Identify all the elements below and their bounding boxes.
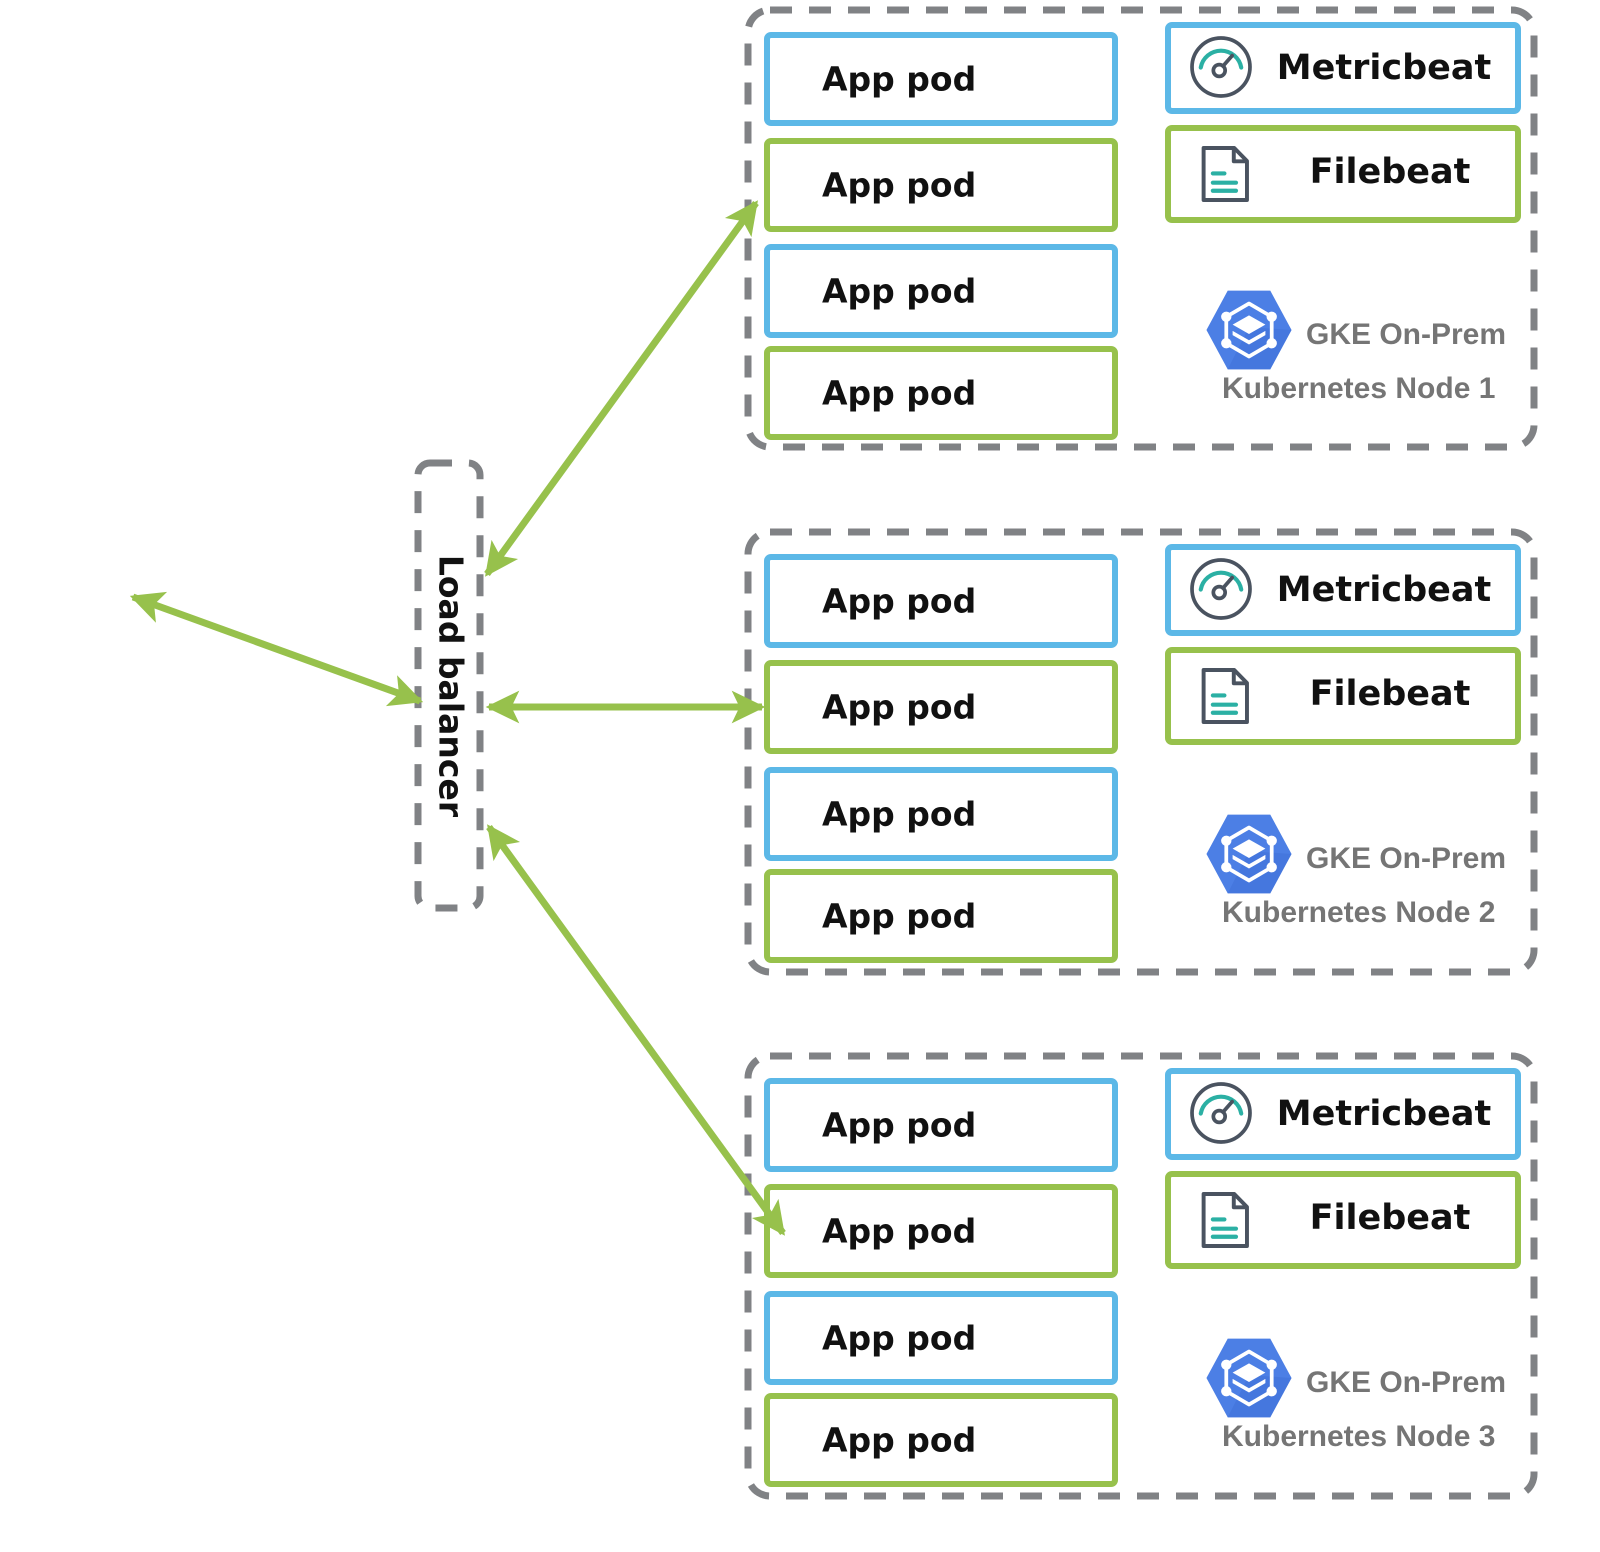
gke-hexagon-icon (1204, 288, 1294, 372)
pod-box (764, 767, 1118, 861)
gke-hexagon-icon (1204, 1336, 1294, 1420)
pod-label: App pod (822, 897, 976, 936)
agent-label: Filebeat (1310, 674, 1471, 714)
gke-caption-line1: GKE On-Prem (1306, 318, 1506, 351)
agent-box (1165, 125, 1521, 223)
node-3-pod-4[interactable]: App pod (764, 1393, 1118, 1487)
node-1-pod-4[interactable]: App pod (764, 346, 1118, 440)
node-2-platform-badge: GKE On-Prem Kubernetes Node 2 (1204, 812, 1506, 929)
node-3-metricbeat[interactable]: Metricbeat (1165, 1068, 1521, 1160)
pod-label: App pod (822, 166, 976, 205)
document-icon (1204, 148, 1247, 200)
node-3-filebeat[interactable]: Filebeat (1165, 1171, 1521, 1269)
node-3-pod-3[interactable]: App pod (764, 1291, 1118, 1385)
pod-label: App pod (822, 374, 976, 413)
connector-lb-to-node-3[interactable] (486, 824, 786, 1236)
pod-label: App pod (822, 272, 976, 311)
document-icon (1204, 670, 1247, 722)
pod-label: App pod (822, 582, 976, 621)
node-3-pod-2[interactable]: App pod (764, 1184, 1118, 1278)
node-1-filebeat[interactable]: Filebeat (1165, 125, 1521, 223)
node-1-pod-2[interactable]: App pod (764, 138, 1118, 232)
pod-label: App pod (822, 60, 976, 99)
node-2-pod-4[interactable]: App pod (764, 869, 1118, 963)
node-2-metricbeat[interactable]: Metricbeat (1165, 544, 1521, 636)
agent-box (1165, 647, 1521, 745)
node-2-pod-2[interactable]: App pod (764, 660, 1118, 754)
pod-label: App pod (822, 1319, 976, 1358)
pod-box (764, 244, 1118, 338)
gke-caption-line2: Kubernetes Node 1 (1222, 372, 1495, 405)
pod-box (764, 346, 1118, 440)
node-2-filebeat[interactable]: Filebeat (1165, 647, 1521, 745)
node-group-3[interactable]: App pod App pod App pod App pod Metricbe… (744, 1052, 1538, 1500)
pod-box (764, 1393, 1118, 1487)
pod-box (764, 660, 1118, 754)
pod-box (764, 32, 1118, 126)
pod-label: App pod (822, 1421, 976, 1460)
agent-box (1165, 22, 1521, 114)
agent-label: Filebeat (1310, 1198, 1471, 1238)
pod-box (764, 138, 1118, 232)
node-1-metricbeat[interactable]: Metricbeat (1165, 22, 1521, 114)
pod-label: App pod (822, 1106, 976, 1145)
node-1-platform-badge: GKE On-Prem Kubernetes Node 1 (1204, 288, 1506, 405)
node-group-2[interactable]: App pod App pod App pod App pod Metricbe… (744, 528, 1538, 976)
gke-caption-line2: Kubernetes Node 2 (1222, 896, 1495, 929)
node-3-boundary (744, 1052, 1538, 1500)
agent-box (1165, 1068, 1521, 1160)
agent-label: Metricbeat (1277, 48, 1491, 88)
document-icon (1204, 1194, 1247, 1246)
node-group-1[interactable]: App pod App pod App pod App pod Metricbe… (744, 6, 1538, 451)
node-2-boundary (744, 528, 1538, 976)
connector-external-to-lb[interactable] (129, 591, 424, 707)
load-balancer[interactable]: Load balancer (414, 459, 484, 912)
pod-label: App pod (822, 1212, 976, 1251)
load-balancer-boundary (414, 459, 484, 912)
node-1-pod-3[interactable]: App pod (764, 244, 1118, 338)
agent-box (1165, 544, 1521, 636)
agent-label: Filebeat (1310, 152, 1471, 192)
pod-label: App pod (822, 795, 976, 834)
node-3-platform-badge: GKE On-Prem Kubernetes Node 3 (1204, 1336, 1506, 1453)
gke-caption-line1: GKE On-Prem (1306, 1366, 1506, 1399)
pod-box (764, 554, 1118, 648)
agent-box (1165, 1171, 1521, 1269)
gke-hexagon-icon (1204, 812, 1294, 896)
node-1-pod-1[interactable]: App pod (764, 32, 1118, 126)
node-1-boundary (744, 6, 1538, 451)
pod-box (764, 1291, 1118, 1385)
gke-caption-line1: GKE On-Prem (1306, 842, 1506, 875)
connectors (129, 200, 786, 1236)
load-balancer-label: Load balancer (432, 555, 471, 818)
agent-label: Metricbeat (1277, 1094, 1491, 1134)
node-2-pod-1[interactable]: App pod (764, 554, 1118, 648)
agent-label: Metricbeat (1277, 570, 1491, 610)
connector-lb-to-node-1[interactable] (484, 200, 759, 577)
node-3-pod-1[interactable]: App pod (764, 1078, 1118, 1172)
pod-label: App pod (822, 688, 976, 727)
node-2-pod-3[interactable]: App pod (764, 767, 1118, 861)
gke-caption-line2: Kubernetes Node 3 (1222, 1420, 1495, 1453)
